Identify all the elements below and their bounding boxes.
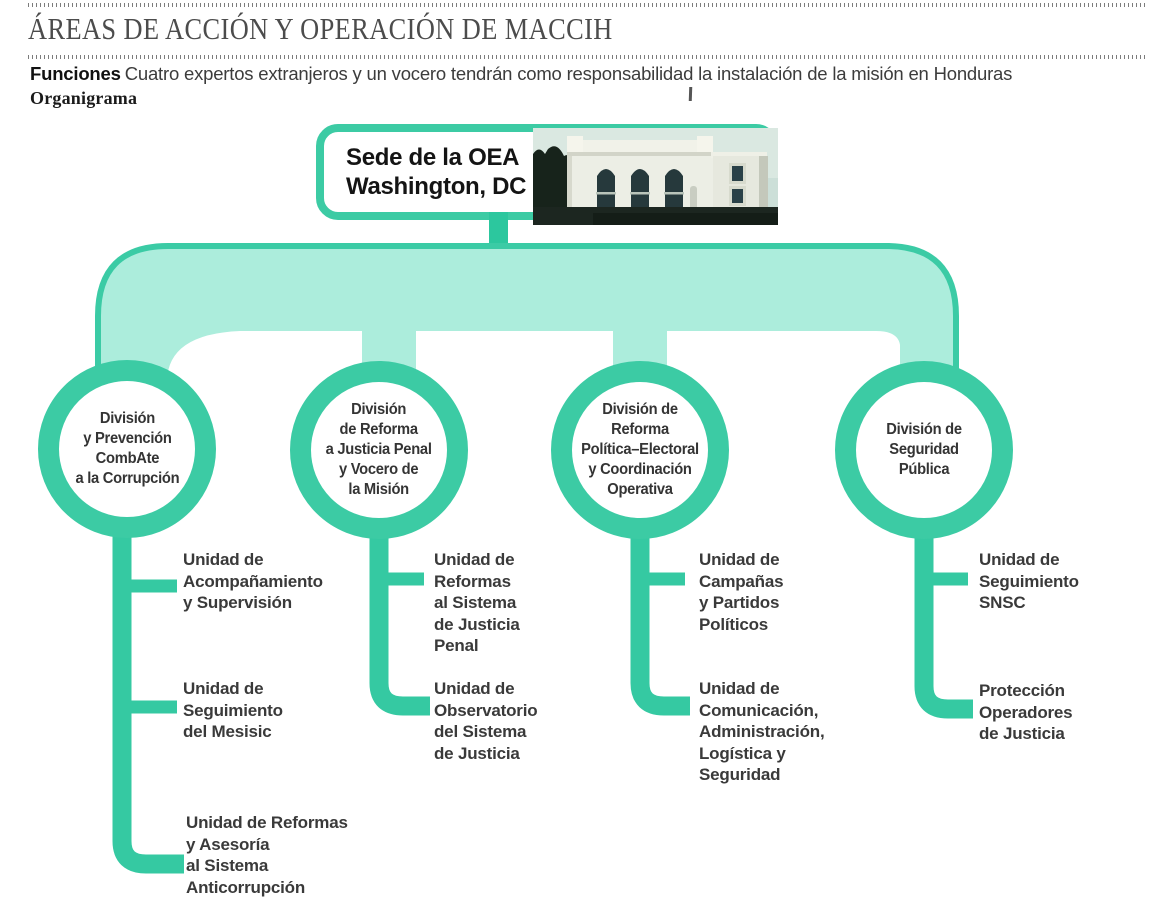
- division-circle-reforma-justicia-penal: División de Reforma a Justicia Penal y V…: [290, 361, 468, 539]
- unit-label: Unidad de Comunicación, Administración, …: [699, 679, 825, 784]
- division-label: División de Reforma a Justicia Penal y V…: [325, 401, 433, 498]
- division-label: División de Seguridad Pública: [886, 421, 962, 478]
- funciones-text: Cuatro expertos extranjeros y un vocero …: [124, 63, 1013, 84]
- funciones-label: Funciones: [30, 63, 121, 84]
- division-circle-seguridad-publica: División de Seguridad Pública: [835, 361, 1013, 539]
- unit-label: Unidad de Reformas y Asesoría al Sistema…: [186, 813, 348, 897]
- division-label: División y Prevención CombAte a la Corru…: [75, 410, 179, 487]
- unit-label: Unidad de Acompañamiento y Supervisión: [183, 550, 323, 612]
- organigrama-label: Organigrama: [30, 88, 138, 108]
- unit-label: Unidad de Reformas al Sistema de Justici…: [434, 550, 520, 655]
- root-stub-connector: [489, 212, 508, 250]
- bridge-connector-fill: [98, 246, 956, 381]
- unit-label: Unidad de Seguimiento del Mesisic: [183, 679, 283, 741]
- division-label: División de Reforma Política–Electoral y…: [581, 401, 699, 498]
- unit-label: Unidad de Campañas y Partidos Políticos: [699, 550, 784, 634]
- page-title: ÁREAS DE ACCIÓN Y OPERACIÓN DE MACCIH: [28, 11, 613, 46]
- root-node-label: Sede de la OEA Washington, DC: [346, 144, 527, 200]
- unit-label: Unidad de Observatorio del Sistema de Ju…: [434, 679, 538, 763]
- unit-label: Unidad de Seguimiento SNSC: [979, 550, 1079, 612]
- dotted-rule-under-title: [28, 55, 1146, 59]
- division-circle-reforma-politica-electoral: División de Reforma Política–Electoral y…: [551, 361, 729, 539]
- oea-building-photo: [533, 128, 778, 225]
- unit-label: Protección Operadores de Justicia: [979, 681, 1073, 743]
- dotted-rule-top: [28, 3, 1146, 7]
- bridge-connector-stroke: [95, 243, 959, 381]
- division-circle-combate-corrupcion: División y Prevención CombAte a la Corru…: [38, 360, 216, 538]
- division-drop-lines: [112, 500, 973, 874]
